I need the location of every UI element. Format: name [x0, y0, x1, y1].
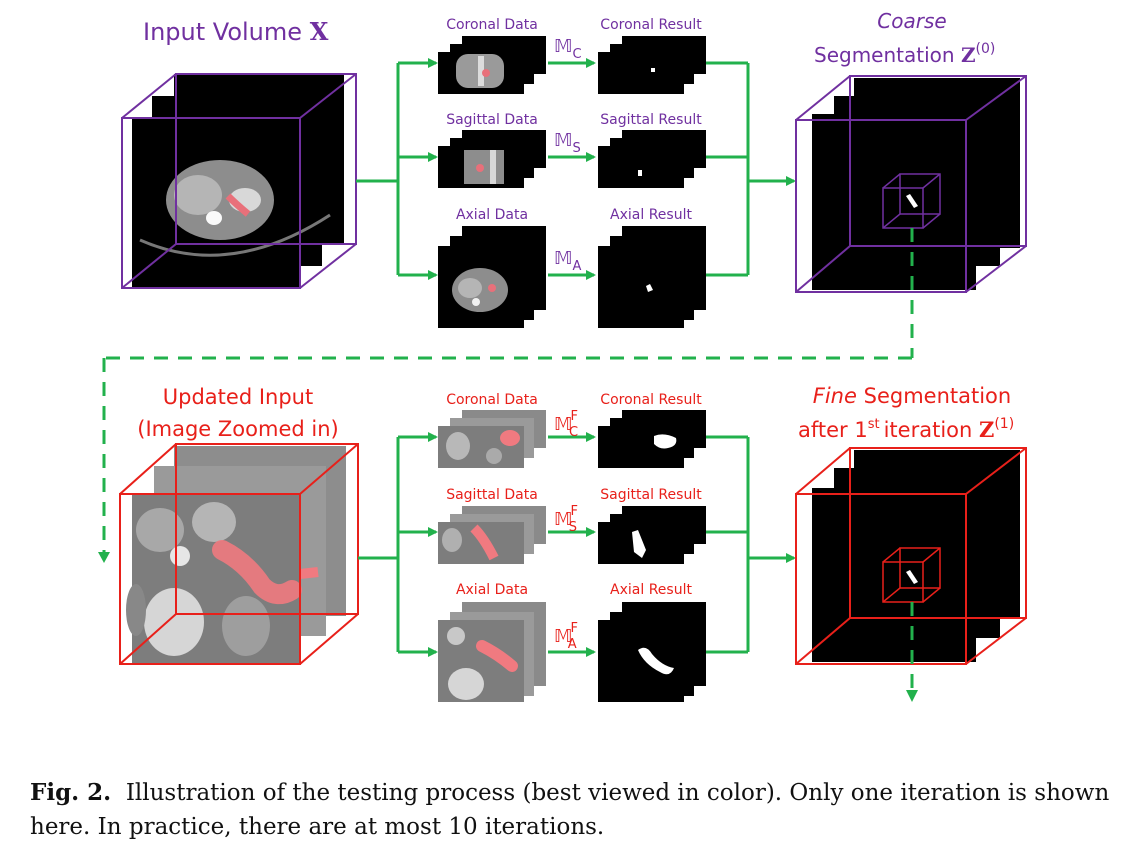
bottom-axial-result-stack [598, 602, 706, 702]
updated-input-title-line2: (Image Zoomed in) [137, 417, 338, 441]
top-branch-arrows [356, 58, 796, 280]
top-axial-result-label: Axial Result [610, 207, 692, 223]
updated-input-cube [119, 443, 359, 665]
bottom-branch-arrows [358, 432, 796, 657]
bottom-axial-data-label: Axial Data [456, 582, 528, 598]
updated-input-title-line1: Updated Input [163, 385, 313, 409]
fine-title-line1: Fine Segmentation [813, 384, 1011, 408]
top-sagittal-result-stack [598, 130, 706, 188]
figure-caption: Fig. 2. Illustration of the testing proc… [30, 776, 1110, 844]
bottom-coronal-data-stack [438, 410, 546, 468]
bottom-axial-result-label: Axial Result [610, 582, 692, 598]
caption-label: Fig. 2. [30, 779, 112, 806]
bottom-axial-data-stack [438, 602, 546, 702]
top-model-c-label: 𝕄C [554, 36, 582, 62]
bottom-sagittal-result-label: Sagittal Result [600, 487, 702, 503]
coarse-segmentation-cube [795, 75, 1027, 293]
top-coronal-data-label: Coronal Data [446, 17, 538, 33]
testing-process-diagram: Input Volume X Coronal Data [98, 9, 1027, 702]
top-model-s-label: 𝕄S [554, 130, 581, 156]
fine-segmentation-cube [795, 447, 1027, 665]
input-volume-cube [121, 73, 357, 289]
top-coronal-result-label: Coronal Result [600, 17, 702, 33]
top-model-a-label: 𝕄A [554, 248, 581, 274]
bottom-sagittal-result-stack [598, 506, 706, 564]
top-axial-data-stack [438, 226, 546, 328]
coarse-title-line2: Segmentation Z(0) [814, 41, 995, 67]
top-sagittal-result-label: Sagittal Result [600, 112, 702, 128]
top-sagittal-data-label: Sagittal Data [446, 112, 538, 128]
feedback-dashed-arrow [102, 228, 914, 556]
caption-text: Illustration of the testing process (bes… [30, 780, 1110, 840]
top-coronal-result-stack [598, 36, 706, 94]
top-coronal-data-stack [438, 36, 546, 94]
coarse-title-line1: Coarse [877, 9, 946, 33]
bottom-coronal-result-label: Coronal Result [600, 392, 702, 408]
input-volume-title: Input Volume X [143, 17, 329, 46]
top-axial-result-stack [598, 226, 706, 328]
bottom-coronal-result-stack [598, 410, 706, 468]
top-axial-data-label: Axial Data [456, 207, 528, 223]
bottom-sagittal-data-label: Sagittal Data [446, 487, 538, 503]
top-sagittal-data-stack [438, 130, 546, 188]
bottom-sagittal-data-stack [438, 506, 546, 564]
bottom-coronal-data-label: Coronal Data [446, 392, 538, 408]
